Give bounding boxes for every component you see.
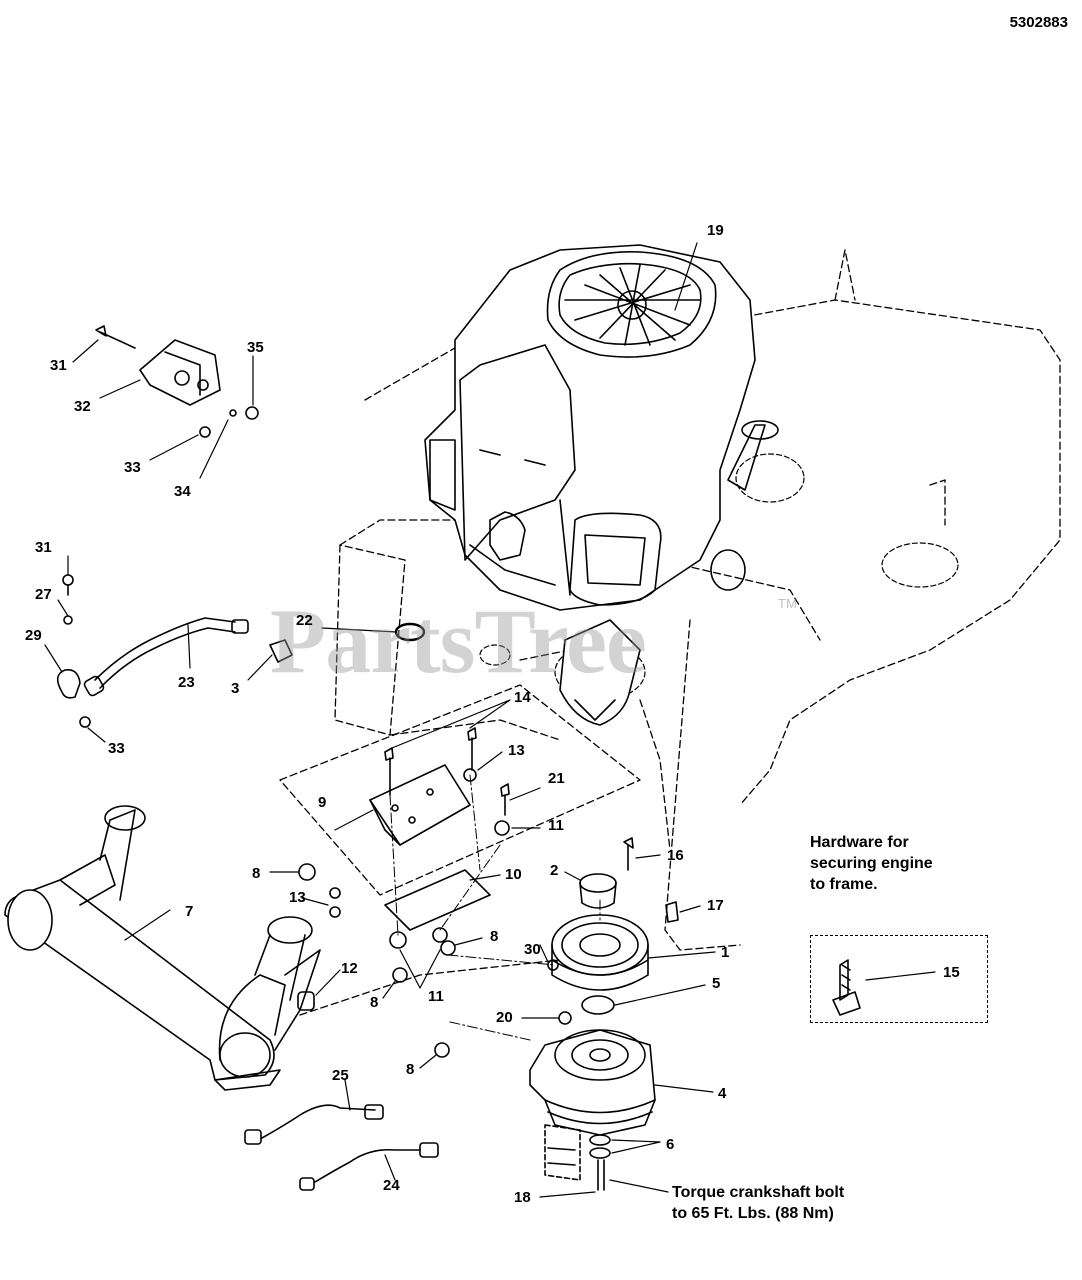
- part-callout-35[interactable]: 35: [247, 339, 264, 356]
- part-callout-23[interactable]: 23: [178, 674, 195, 691]
- part-callout-31-b[interactable]: 31: [35, 539, 52, 556]
- hardware-note: Hardware for securing engine to frame.: [810, 832, 933, 895]
- part-callout-34[interactable]: 34: [174, 483, 191, 500]
- leader-lines: [44, 242, 936, 1198]
- fuel-line-assembly: [56, 574, 293, 728]
- plate: [384, 869, 491, 931]
- part-callout-18[interactable]: 18: [514, 1189, 531, 1206]
- part-callout-8-d[interactable]: 8: [406, 1061, 415, 1078]
- alignment-lines: [389, 774, 601, 1041]
- part-callout-12[interactable]: 12: [341, 960, 358, 977]
- part-callout-32[interactable]: 32: [74, 398, 91, 415]
- spacers-bolt: [544, 1124, 611, 1191]
- part-callout-31[interactable]: 31: [50, 357, 67, 374]
- part-callout-4[interactable]: 4: [718, 1085, 727, 1102]
- bushing: [581, 995, 615, 1015]
- part-callout-13[interactable]: 13: [508, 742, 525, 759]
- part-callout-9[interactable]: 9: [318, 794, 327, 811]
- part-callout-19[interactable]: 19: [707, 222, 724, 239]
- pulley: [551, 914, 649, 991]
- torque-note: Torque crankshaft bolt to 65 Ft. Lbs. (8…: [672, 1182, 844, 1224]
- part-callout-11[interactable]: 11: [548, 817, 564, 834]
- part-callout-24[interactable]: 24: [383, 1177, 400, 1194]
- part-callout-16[interactable]: 16: [667, 847, 684, 864]
- hardware-note-line-3: to frame.: [810, 876, 878, 893]
- frame-holes: [465, 453, 959, 701]
- set-screw: [547, 959, 559, 971]
- part-callout-10[interactable]: 10: [505, 866, 522, 883]
- muffler: [4, 805, 321, 1091]
- part-callout-27[interactable]: 27: [35, 586, 52, 603]
- solenoid-assembly: [95, 325, 259, 438]
- wire-harnesses: [244, 1104, 439, 1191]
- bolts: [384, 727, 634, 871]
- washers-nuts: [297, 768, 510, 1058]
- part-callout-17[interactable]: 17: [707, 897, 724, 914]
- part-callout-21[interactable]: 21: [548, 770, 565, 787]
- part-callout-33-b[interactable]: 33: [108, 740, 125, 757]
- trademark-symbol: TM: [778, 596, 797, 611]
- part-callout-15[interactable]: 15: [943, 964, 960, 981]
- part-callout-22[interactable]: 22: [296, 612, 313, 629]
- electric-clutch: [529, 1029, 656, 1136]
- parts-tree-watermark: PartsTree: [270, 590, 647, 692]
- part-callout-2[interactable]: 2: [550, 862, 559, 879]
- part-callout-14[interactable]: 14: [514, 689, 531, 706]
- part-callout-29[interactable]: 29: [25, 627, 42, 644]
- nut-20: [558, 1011, 572, 1025]
- part-callout-13-b[interactable]: 13: [289, 889, 306, 906]
- hardware-box: [810, 935, 988, 1023]
- part-callout-1[interactable]: 1: [721, 944, 730, 961]
- part-callout-20[interactable]: 20: [496, 1009, 513, 1026]
- part-callout-25[interactable]: 25: [332, 1067, 349, 1084]
- part-callout-6[interactable]: 6: [666, 1136, 675, 1153]
- part-callout-30[interactable]: 30: [524, 941, 541, 958]
- part-callout-8-c[interactable]: 8: [370, 994, 379, 1011]
- part-callout-11-b[interactable]: 11: [428, 988, 444, 1005]
- engine-assembly: [424, 244, 779, 726]
- key: [665, 901, 679, 923]
- hardware-bolt: [832, 959, 861, 1016]
- part-callout-33[interactable]: 33: [124, 459, 141, 476]
- torque-note-line-1: Torque crankshaft bolt: [672, 1184, 845, 1201]
- hardware-note-line-2: securing engine: [810, 855, 933, 872]
- part-callout-3[interactable]: 3: [231, 680, 240, 697]
- part-callout-5[interactable]: 5: [712, 975, 721, 992]
- hardware-note-line-1: Hardware for: [810, 834, 909, 851]
- document-number: 5302883: [1009, 14, 1068, 31]
- part-callout-7[interactable]: 7: [185, 903, 194, 920]
- torque-note-line-2: to 65 Ft. Lbs. (88 Nm): [672, 1205, 834, 1222]
- spacer: [579, 873, 617, 909]
- part-callout-8-b[interactable]: 8: [490, 928, 499, 945]
- bracket: [369, 764, 471, 846]
- part-callout-8[interactable]: 8: [252, 865, 261, 882]
